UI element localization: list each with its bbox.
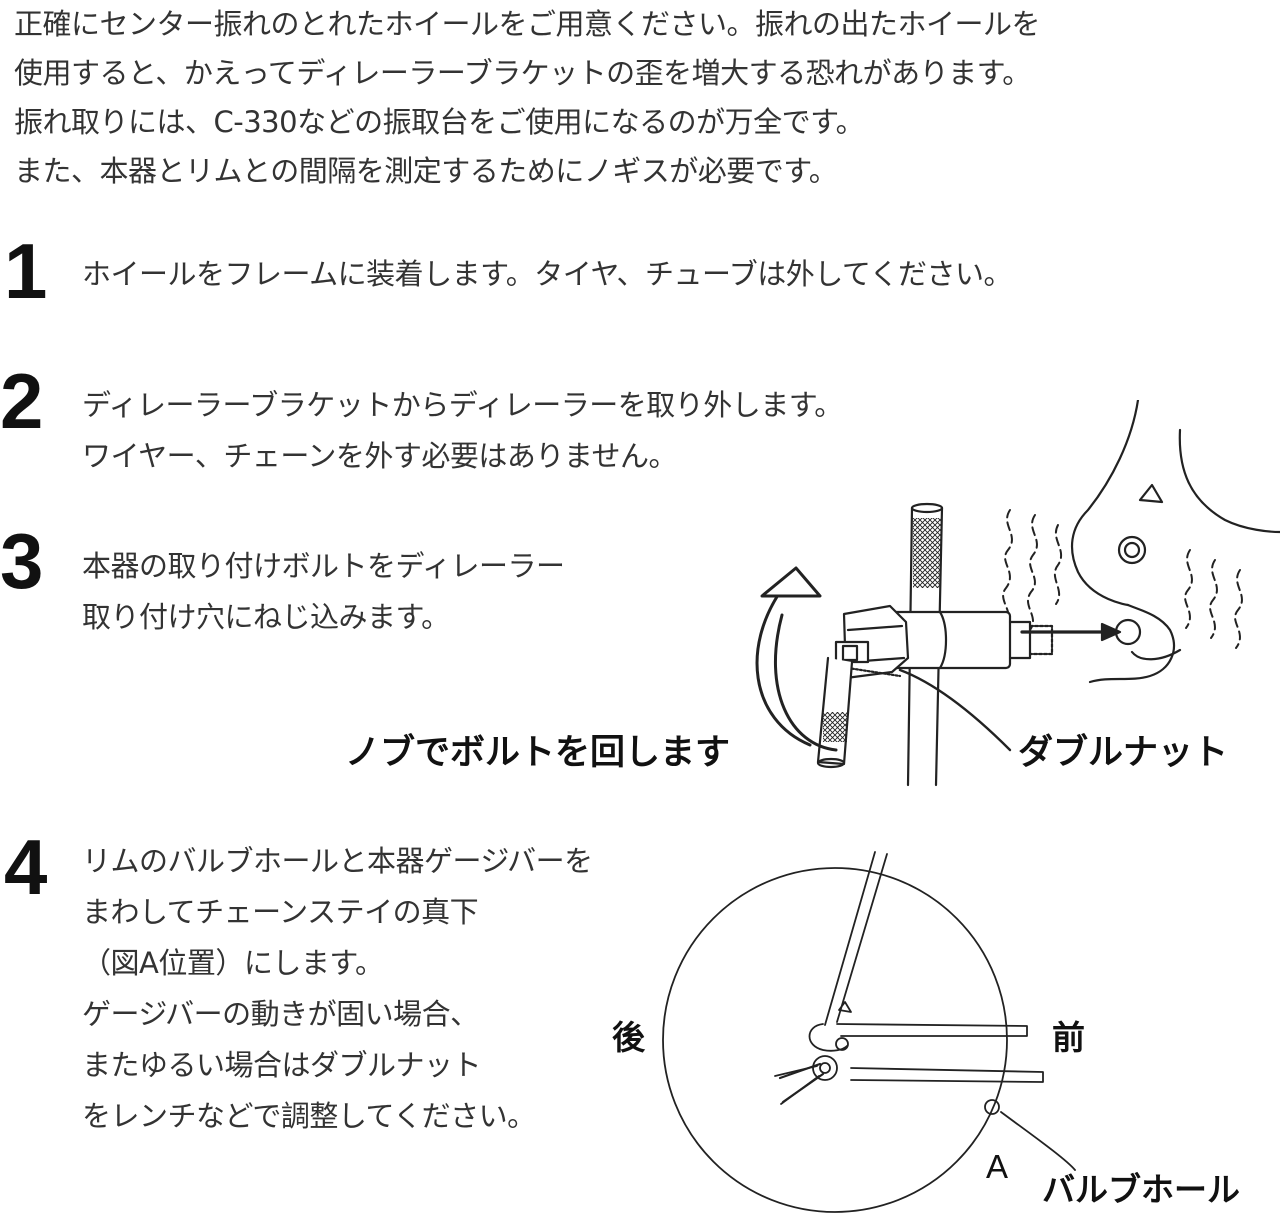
step-4-line-2: まわしてチェーンステイの真下	[82, 895, 479, 929]
valve-leader-line	[1000, 1111, 1076, 1171]
valve-hole	[984, 1099, 1000, 1115]
intro-line-4: また、本器とリムとの間隔を測定するためにノギスが必要です。	[14, 154, 838, 188]
chain-stay	[836, 1023, 1028, 1037]
step-1-number: 1	[4, 227, 48, 315]
step-1-line-1: ホイールをフレームに装着します。タイヤ、チューブは外してください。	[82, 257, 1013, 291]
seat-stay	[824, 851, 888, 1026]
nut-leader-line	[898, 668, 1012, 752]
step-4-line-5: またゆるい場合はダブルナット	[82, 1048, 482, 1082]
intro-line-2: 使用すると、かえってディレーラーブラケットの歪を増大する恐れがあります。	[14, 56, 1031, 90]
step-1-text: ホイールをフレームに装着します。タイヤ、チューブは外してください。	[82, 249, 1013, 300]
step-4-number: 4	[4, 823, 48, 911]
position-a-label: A	[986, 1148, 1009, 1185]
step-3-line-1: 本器の取り付けボルトをディレーラー	[82, 549, 565, 583]
front-label: 前	[1052, 1018, 1085, 1057]
intro-text: 正確にセンター振れのとれたホイールをご用意ください。振れの出たホイールを 使用す…	[14, 0, 1264, 196]
derailleur-hanger-tool-illustration	[755, 400, 1280, 787]
step-2-number: 2	[0, 357, 44, 445]
valve-hole-label: バルブホール	[1042, 1170, 1240, 1209]
frame-dropout-outline	[1071, 400, 1280, 684]
intro-line-3: 振れ取りには、C-330などの振取台をご使用になるのが万全です。	[14, 105, 865, 139]
step-4-line-6: をレンチなどで調整してください。	[82, 1099, 536, 1133]
step-4-line-1: リムのバルブホールと本器ゲージバーを	[82, 844, 593, 878]
step-3-number: 3	[0, 517, 44, 605]
double-nut-label: ダブルナット	[1018, 733, 1229, 773]
step-4-line-3: （図A位置）にします。	[82, 946, 384, 980]
wheel-valve-position-diagram	[662, 851, 1076, 1213]
rotation-arrow	[755, 583, 812, 747]
step-2-line-2: ワイヤー、チェーンを外す必要はありません。	[82, 439, 678, 473]
dropout-axle-hole	[1117, 535, 1147, 565]
hub-axle	[812, 1055, 838, 1081]
step-3-text: 本器の取り付けボルトをディレーラー 取り付け穴にねじ込みます。	[82, 541, 565, 643]
step-4-line-4: ゲージバーの動きが固い場合、	[82, 997, 479, 1031]
intro-line-1: 正確にセンター振れのとれたホイールをご用意ください。振れの出たホイールを	[14, 7, 1041, 41]
knob-label: ノブでボルトを回します	[345, 733, 731, 773]
sprocket-teeth	[1002, 509, 1243, 649]
step-2-text: ディレーラーブラケットからディレーラーを取り外します。 ワイヤー、チェーンを外す…	[82, 380, 843, 482]
rear-label: 後	[612, 1018, 645, 1057]
step-2-line-1: ディレーラーブラケットからディレーラーを取り外します。	[82, 388, 843, 422]
step-3-line-2: 取り付け穴にねじ込みます。	[82, 600, 450, 634]
wheel-rim	[662, 867, 1008, 1213]
step-4-text: リムのバルブホールと本器ゲージバーを まわしてチェーンステイの真下 （図A位置）…	[82, 836, 593, 1142]
